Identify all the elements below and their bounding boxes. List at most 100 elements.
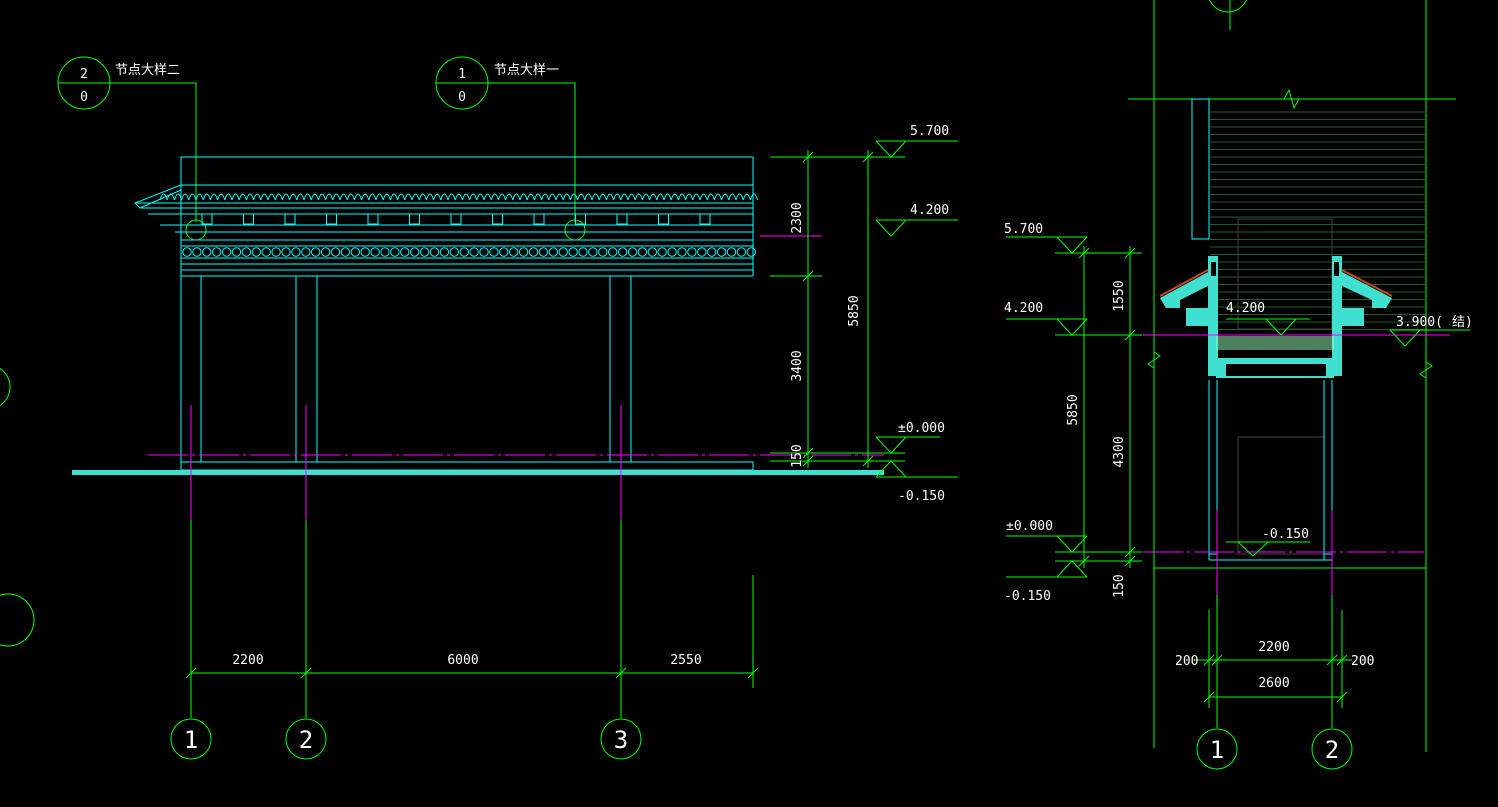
roof-tile [454,193,463,201]
frieze-ring [677,247,687,257]
roof-tile [692,193,701,201]
sec-dim-2600: 2600 [1258,676,1289,691]
frieze-ring [528,247,539,257]
frieze-ring [251,247,261,257]
roof-tile [627,193,636,201]
roof-tile [649,193,658,201]
roof-tile [238,193,247,201]
sec-vdim-4300: 4300 [1112,436,1127,467]
rafter-end [575,213,586,225]
section-centerlines [1143,334,1450,595]
roof-tile [483,193,492,201]
sec-vdim-150: 150 [1112,574,1127,597]
roof-tile [361,193,370,201]
sec-dim-2200: 2200 [1258,640,1289,655]
roof-tile [375,193,384,201]
roof-tile [735,193,744,201]
sec-dim-200-right: 200 [1351,654,1374,669]
frieze-ring [192,247,202,257]
roof-tile [433,193,442,201]
roof-tile [353,193,363,201]
dim-2550: 2550 [670,653,701,668]
rafter-end [699,213,711,225]
sec-level-0000: ±0.000 [1006,519,1053,534]
roof-tile [663,193,672,201]
roof-tile [685,193,694,201]
roof-tile [440,193,449,201]
callout-2-sheet: 0 [80,90,88,105]
frieze-ring [221,247,232,257]
elevation-drawing: 2 0 节点大样二 1 0 节点大样一 [0,56,958,760]
roof-tile [569,193,579,201]
frieze-ring [627,247,638,257]
sec-level-5700: 5.700 [1004,222,1043,237]
frieze-ring [350,247,360,257]
roof-tile [706,193,715,201]
sec-axis-bubble-1: 1 [1210,736,1224,764]
frieze-ring [608,247,618,257]
roof-tile-pattern [159,193,759,201]
frieze-ring [410,247,420,257]
frieze-ring [617,247,628,257]
frieze-ring [479,247,489,257]
frieze-ring [667,247,677,257]
roof-tile [339,193,348,201]
pavilion-elevation [134,156,754,471]
frieze-ring [726,247,737,257]
frieze-ring [558,247,568,257]
rafter-end [492,213,503,225]
roof-tile [245,193,255,201]
roof-tile [188,193,197,201]
roof-tile [526,193,535,201]
frieze-ring [429,247,440,257]
frieze-ring [419,247,430,257]
frieze-ring [301,247,311,257]
roof-tile [562,193,571,201]
roof-tile [202,193,211,201]
rafter-end [450,213,462,225]
frieze-ring [291,247,301,257]
sec-level-4200: 4.200 [1004,301,1043,316]
roof-tile [281,193,291,201]
vdim-3400: 3400 [790,350,805,381]
frieze-ring [509,247,519,257]
callout-1-number: 1 [458,67,466,82]
roof-tile [591,193,600,201]
roof-tile [613,193,622,201]
roof-tile [749,193,759,201]
roof-tile [303,193,312,201]
frieze-ring [202,247,212,257]
sec-vdim-1550: 1550 [1112,280,1127,311]
frieze-ring [390,247,400,257]
frieze-ring [320,247,331,257]
roof-tile [541,193,550,201]
roof-tile [289,193,298,201]
frieze-ring [499,247,509,257]
rafter-end [658,213,669,225]
frieze-ring [716,247,727,257]
roof-tile [670,193,679,201]
frieze-ring [459,247,469,257]
sec-vdim-5850: 5850 [1066,394,1081,425]
frieze-ring [578,247,588,257]
roof-tile [418,193,427,201]
roof-tile [742,193,751,201]
frieze-ring [340,247,351,257]
roof-tile [224,193,233,201]
frieze-ring [261,247,271,257]
frieze-ring [548,247,558,257]
roof-tile [325,193,334,201]
rafter-end [201,213,213,225]
roof-tile [296,193,305,201]
roof-tile [181,193,190,201]
frieze-ring [330,247,341,257]
frieze-ring [598,247,608,257]
roof-tile [577,193,586,201]
axis-bubble-2: 2 [299,726,313,754]
callout-2-number: 2 [80,67,88,82]
level-0000: ±0.000 [898,421,945,436]
roof-tile [332,193,341,201]
roof-tile [166,193,175,201]
frieze-ring [588,247,598,257]
sec-axis-bubble-2: 2 [1325,736,1339,764]
